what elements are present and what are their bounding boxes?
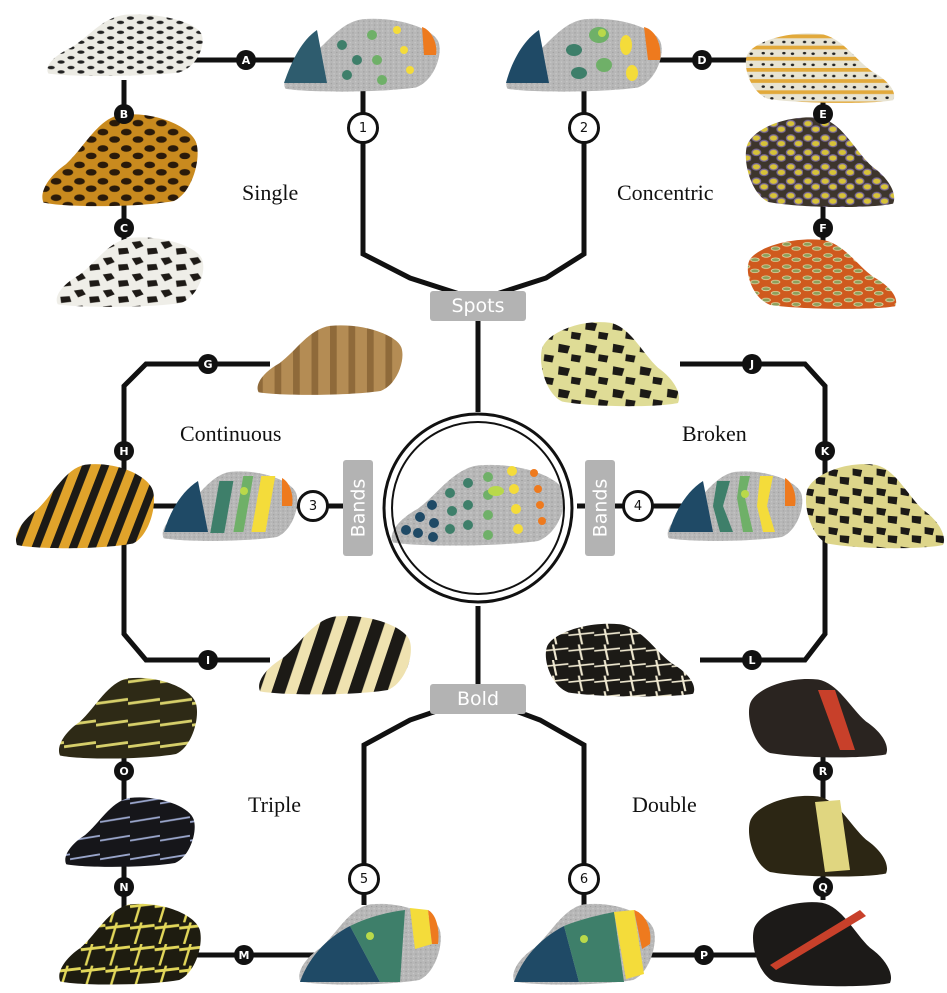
node-6: 6 — [568, 863, 600, 895]
wing-specimen-o — [59, 678, 197, 759]
node-d: D — [692, 50, 712, 70]
wing-specimen-i — [259, 616, 411, 694]
node-b: B — [114, 104, 134, 124]
schematic-wing-4 — [668, 471, 803, 540]
node-4: 4 — [622, 490, 654, 522]
schematic-wing-center — [392, 465, 565, 546]
node-3: 3 — [297, 490, 329, 522]
group-label-single: Single — [242, 180, 298, 206]
node-f: F — [813, 218, 833, 238]
schematic-wing-6 — [513, 904, 654, 985]
group-label-broken: Broken — [682, 421, 747, 447]
node-2: 2 — [568, 112, 600, 144]
wing-specimen-b — [42, 114, 197, 206]
node-c: C — [114, 218, 134, 238]
bands-right-label-text: Bands — [589, 479, 611, 538]
wing-specimen-j — [541, 322, 679, 406]
bold-label-text: Bold — [457, 688, 499, 710]
schematic-wings — [163, 19, 803, 985]
node-i: I — [198, 650, 218, 670]
node-n: N — [114, 877, 134, 897]
wing-specimen-n — [65, 797, 194, 866]
node-q: Q — [813, 877, 833, 897]
spots-label-text: Spots — [451, 295, 504, 317]
node-1: 1 — [347, 112, 379, 144]
bands-right-label: Bands — [585, 460, 615, 556]
bold-label: Bold — [430, 684, 526, 714]
group-label-double: Double — [632, 792, 697, 818]
node-h: H — [114, 441, 134, 461]
node-j: J — [742, 354, 762, 374]
node-g: G — [198, 354, 218, 374]
wing-specimen-h — [16, 464, 154, 548]
group-label-triple: Triple — [248, 792, 301, 818]
node-k: K — [815, 441, 835, 461]
wing-specimen-m — [59, 904, 200, 985]
line-spots-branch-1 — [363, 88, 478, 300]
node-a: A — [236, 50, 256, 70]
wing-specimen-l — [546, 624, 694, 697]
node-p: P — [694, 945, 714, 965]
bands-left-label: Bands — [343, 460, 373, 556]
schematic-wing-2 — [506, 19, 662, 92]
wing-specimen-c — [57, 237, 204, 306]
line-bold-branch-5 — [364, 697, 478, 905]
wing-specimen-r — [749, 679, 887, 757]
schematic-wing-3 — [163, 471, 298, 540]
schematic-wing-5 — [299, 904, 440, 985]
node-e: E — [813, 104, 833, 124]
group-label-continuous: Continuous — [180, 421, 281, 447]
node-r: R — [813, 761, 833, 781]
wing-specimen-g — [258, 325, 403, 394]
bands-left-label-text: Bands — [347, 479, 369, 538]
spots-label: Spots — [430, 291, 526, 321]
wing-specimen-k — [806, 464, 944, 548]
wing-specimen-p — [753, 902, 891, 986]
wing-specimen-f — [748, 239, 896, 308]
node-5: 5 — [348, 863, 380, 895]
wing-specimen-e — [746, 117, 894, 207]
node-l: L — [742, 650, 762, 670]
wing-specimen-a — [47, 14, 202, 76]
line-spots-branch-2 — [478, 88, 584, 300]
node-o: O — [114, 761, 134, 781]
schematic-wing-1 — [284, 19, 440, 92]
group-label-concentric: Concentric — [617, 180, 714, 206]
node-m: M — [234, 945, 254, 965]
wing-specimen-d — [746, 33, 894, 102]
